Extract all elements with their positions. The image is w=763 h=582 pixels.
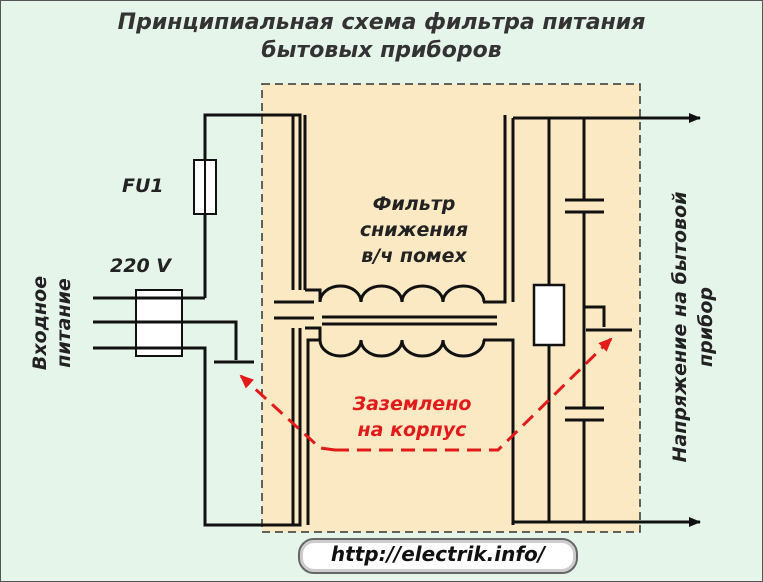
ground-label-1: Заземлено <box>352 393 472 415</box>
choke-top-right <box>483 115 507 304</box>
filter-label-3: в/ч помех <box>361 245 467 267</box>
filter-label-2: снижения <box>360 219 468 241</box>
filter-box <box>261 83 641 533</box>
input-label-1: Входное <box>29 276 51 370</box>
top-line-to-filter <box>203 113 302 290</box>
diagram-title-line1: Принципиальная схема фильтра питания <box>117 10 646 35</box>
url-badge <box>298 538 578 574</box>
fuse-label: FU1 <box>122 175 164 197</box>
source-url[interactable]: http://electrik.info/ <box>330 542 546 566</box>
output-resistor <box>532 283 566 347</box>
ground-arrow-bottom <box>335 337 613 452</box>
output-ground-wire <box>584 305 606 327</box>
diagram-title-line2: бытовых приборов <box>261 38 502 63</box>
output-label-1: Напряжение на бытовой <box>669 192 691 463</box>
output-label-2: прибор <box>695 287 717 367</box>
ground-label-2: на корпус <box>358 419 468 441</box>
choke-bottom-right <box>483 338 515 525</box>
filter-label-1: Фильтр <box>373 193 456 215</box>
choke-coil-bottom <box>318 339 486 358</box>
choke-coil-top <box>318 284 486 303</box>
ground-wire <box>215 320 238 360</box>
bottom-line <box>182 328 302 527</box>
voltage-label: 220 V <box>110 255 172 277</box>
input-label-2: питание <box>53 278 75 368</box>
ground-arrow-left <box>239 374 336 452</box>
